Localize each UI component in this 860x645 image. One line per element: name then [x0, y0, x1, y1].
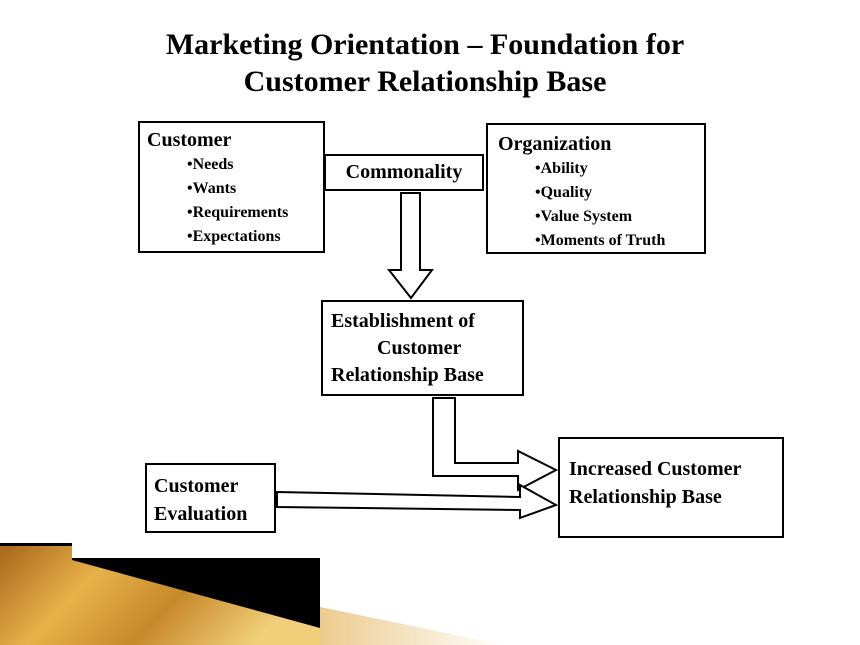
- establishment-line-2: Customer: [377, 337, 462, 359]
- decor-gold-wedge: [0, 546, 320, 645]
- increased-line-1: Increased Customer: [569, 458, 742, 480]
- customer-item: Requirements: [187, 201, 323, 225]
- customer-item: Needs: [187, 153, 323, 177]
- organization-item: Ability: [535, 157, 704, 181]
- establishment-box: Establishment of Customer Relationship B…: [321, 300, 524, 396]
- arrow-establishment-to-increased: [432, 397, 559, 492]
- arrow-commonality-to-establishment: [386, 192, 434, 300]
- organization-item: Quality: [535, 181, 704, 205]
- increased-line-2: Relationship Base: [569, 486, 722, 508]
- customer-list: Needs Wants Requirements Expectations: [147, 153, 323, 249]
- organization-list: Ability Quality Value System Moments of …: [498, 157, 704, 253]
- title-line-2: Customer Relationship Base: [243, 65, 607, 98]
- evaluation-line-1: Customer: [154, 475, 239, 497]
- decor-fade-wedge: [320, 607, 505, 645]
- increased-box: Increased Customer Relationship Base: [558, 437, 784, 538]
- organization-item: Value System: [535, 205, 704, 229]
- customer-heading: Customer: [147, 129, 232, 151]
- organization-box: Organization Ability Quality Value Syste…: [486, 123, 706, 254]
- customer-item: Wants: [187, 177, 323, 201]
- commonality-box: Commonality: [324, 154, 484, 191]
- title-line-1: Marketing Orientation – Foundation for: [165, 28, 685, 61]
- establishment-line-1: Establishment of: [331, 310, 475, 332]
- slide-title: Marketing Orientation – Foundation for C…: [0, 26, 850, 100]
- organization-heading: Organization: [498, 133, 612, 155]
- customer-item: Expectations: [187, 225, 323, 249]
- customer-box: Customer Needs Wants Requirements Expect…: [138, 121, 325, 253]
- organization-item: Moments of Truth: [535, 229, 704, 253]
- establishment-line-3: Relationship Base: [331, 364, 484, 386]
- arrow-evaluation-to-increased: [276, 483, 559, 520]
- evaluation-box: Customer Evaluation: [145, 463, 276, 533]
- evaluation-line-2: Evaluation: [154, 503, 248, 525]
